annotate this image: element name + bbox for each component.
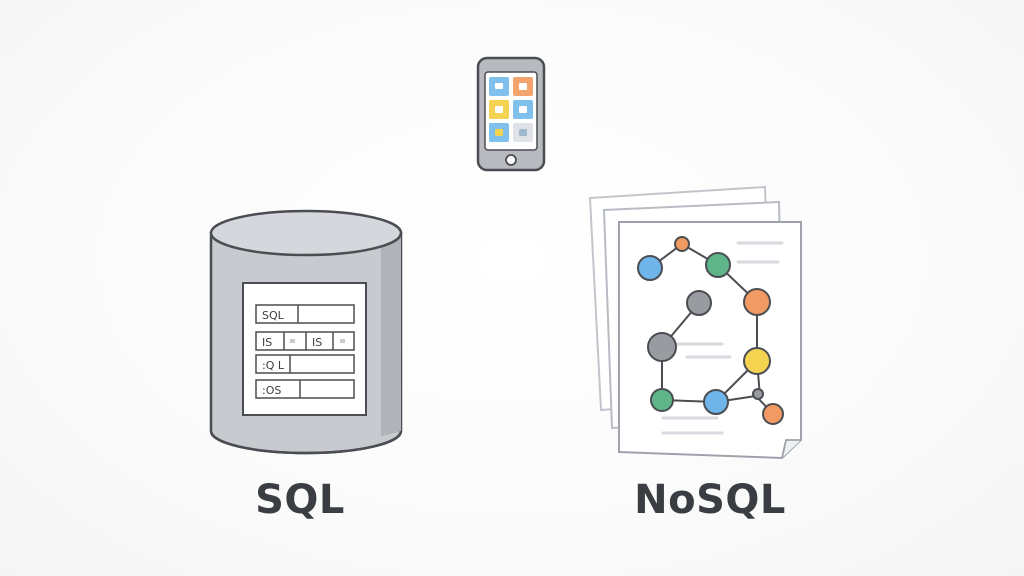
document-text-lines	[661, 241, 784, 435]
sql-label: SQL	[255, 477, 345, 523]
sql-table: SQL IS IS :Q L :OS	[242, 282, 367, 416]
table-row: IS IS	[255, 331, 355, 351]
app-grid-icon	[489, 77, 533, 142]
table-row: :OS	[255, 379, 355, 399]
table-cell: :OS	[262, 384, 281, 397]
smartphone-icon	[476, 56, 546, 172]
table-row: SQL	[255, 304, 355, 324]
table-cell: IS	[312, 336, 322, 349]
document-graph-icon	[588, 185, 802, 460]
graph-nodes	[637, 236, 784, 425]
nosql-label: NoSQL	[634, 477, 786, 523]
table-cell: SQL	[262, 309, 285, 322]
table-row: :Q L	[255, 354, 355, 374]
table-cell: :Q L	[262, 359, 285, 372]
table-cell: IS	[262, 336, 272, 349]
